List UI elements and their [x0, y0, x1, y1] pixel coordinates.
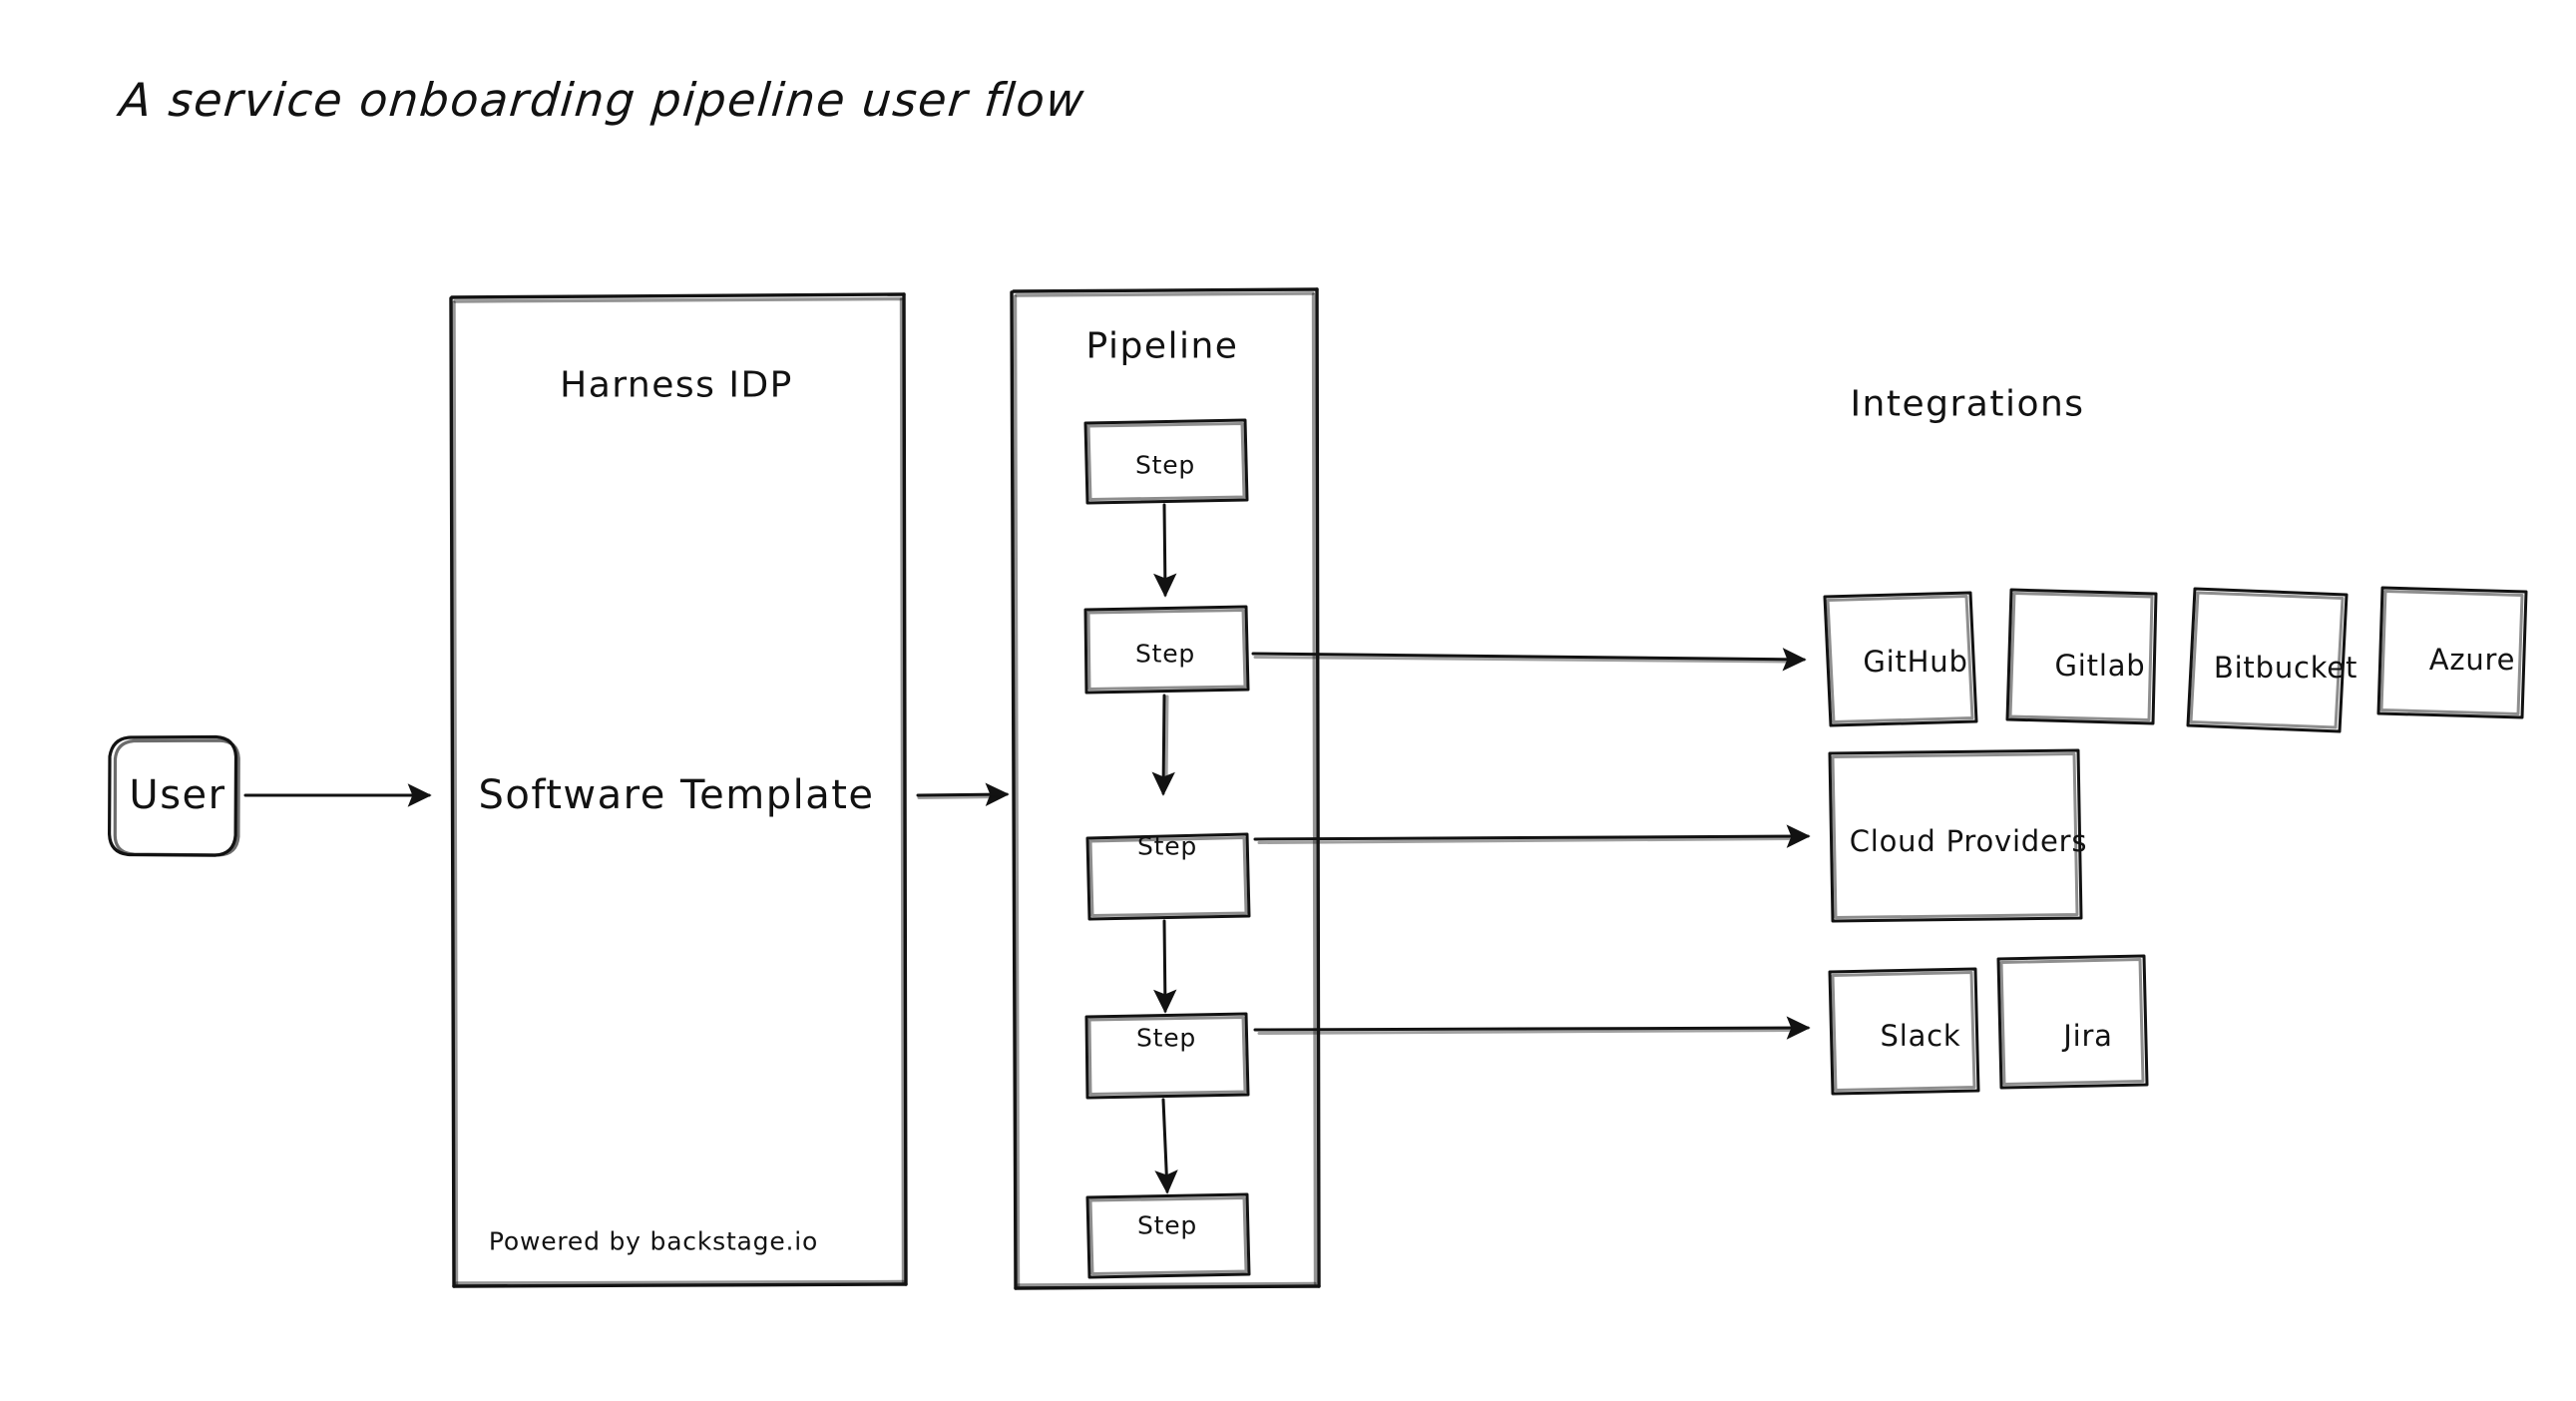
integration-jira[interactable] — [1998, 954, 2149, 1090]
integration-github-label: GitHub — [1863, 645, 1968, 679]
integration-slack-label: Slack — [1880, 1019, 1961, 1053]
integration-gitlab[interactable] — [2005, 588, 2159, 726]
page-title: A service onboarding pipeline user flow — [117, 73, 1087, 127]
software-template-label: Software Template — [478, 772, 875, 818]
pipeline-step-3[interactable] — [1085, 832, 1253, 922]
integration-jira-label: Jira — [2063, 1019, 2113, 1053]
user-node-label: User — [129, 772, 226, 818]
pipeline-step-1-label: Step — [1134, 450, 1196, 480]
arrow-step4-to-slack — [1253, 1016, 1811, 1040]
pipeline-title: Pipeline — [1085, 325, 1239, 367]
integration-cloud-providers[interactable] — [1830, 748, 2083, 924]
pipeline-step-4[interactable] — [1084, 1012, 1252, 1102]
harness-idp-container[interactable] — [451, 291, 908, 1289]
arrow-idp-to-pipeline — [916, 782, 1010, 806]
pipeline-step-2[interactable] — [1083, 605, 1251, 695]
pipeline-step-4-label: Step — [1135, 1023, 1197, 1053]
pipeline-step-3-label: Step — [1136, 831, 1198, 861]
harness-idp-title: Harness IDP — [560, 364, 793, 406]
pipeline-step-1[interactable] — [1083, 419, 1251, 505]
integration-bitbucket-label: Bitbucket — [2213, 651, 2359, 685]
integration-azure[interactable] — [2376, 586, 2528, 719]
integration-azure-label: Azure — [2428, 643, 2516, 677]
integration-slack[interactable] — [1830, 967, 1980, 1096]
integrations-title: Integrations — [1850, 383, 2085, 425]
pipeline-step-5[interactable] — [1085, 1192, 1253, 1280]
integration-github[interactable] — [1825, 591, 1978, 728]
pipeline-step-2-label: Step — [1134, 639, 1196, 669]
integration-gitlab-label: Gitlab — [2054, 649, 2146, 683]
arrow-step2-to-github — [1251, 648, 1807, 672]
pipeline-step-5-label: Step — [1136, 1210, 1198, 1240]
user-node[interactable] — [110, 734, 249, 840]
integration-bitbucket[interactable] — [2186, 587, 2349, 734]
arrow-step3-to-cloud-providers — [1253, 824, 1811, 848]
backstage-credit-label: Powered by backstage.io — [488, 1226, 819, 1256]
integration-cloud-providers-label: Cloud Providers — [1849, 824, 2088, 858]
